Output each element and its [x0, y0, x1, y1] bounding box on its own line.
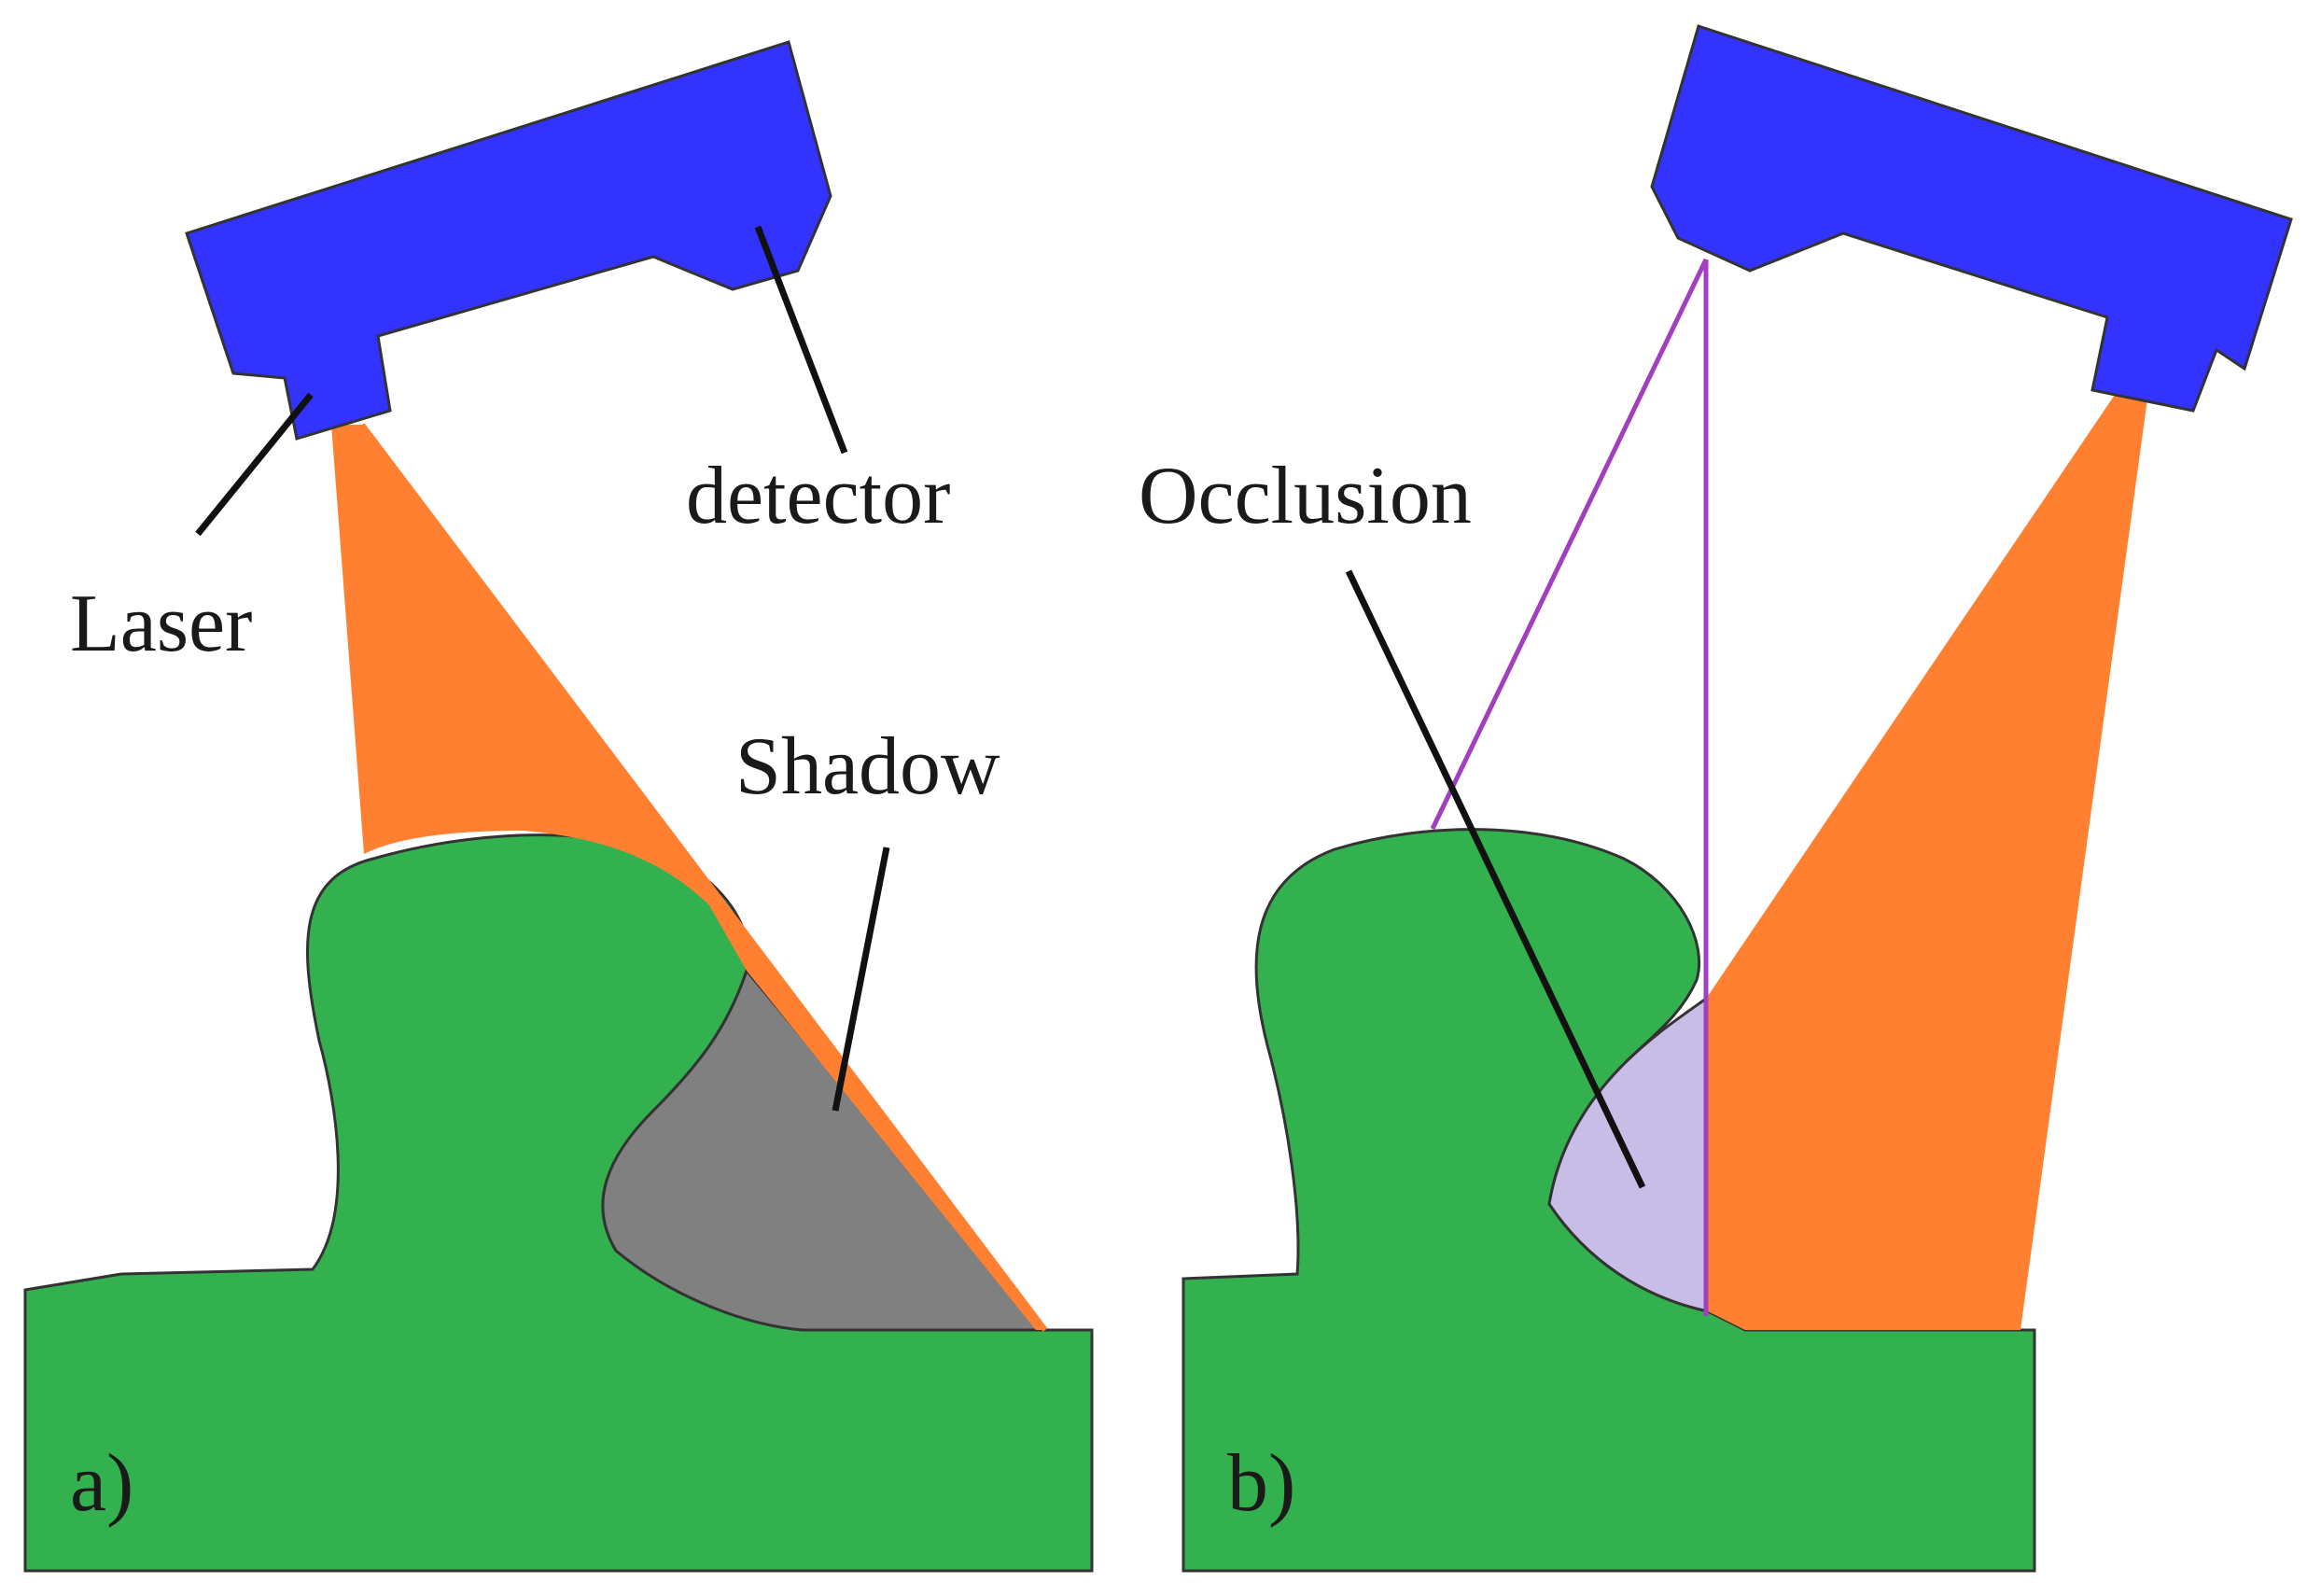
- shadow-label: Shadow: [735, 721, 1000, 812]
- laser-beam-b: [1706, 392, 2148, 1330]
- panel-a-tag: a): [70, 1438, 133, 1529]
- panel-b-tag: b): [1227, 1438, 1295, 1529]
- occlusion-label: Occlusion: [1139, 451, 1472, 541]
- detector-leader: [754, 225, 848, 455]
- occlusion-leader: [1345, 569, 1646, 1189]
- laser-leader: [195, 392, 314, 537]
- detector-label: detector: [686, 451, 950, 541]
- scanner-b: [1650, 24, 2293, 413]
- scanner-a: [185, 40, 832, 441]
- laser-beam-a: [331, 425, 1045, 1330]
- sight-line-1: [1430, 258, 1709, 831]
- laser-edge-a: [359, 423, 1048, 1332]
- laser-label: Laser: [70, 579, 252, 669]
- shadow-leader: [832, 847, 890, 1112]
- shadow-region: [601, 967, 1049, 1332]
- panel-a: Laser detector Shadow a): [23, 40, 1094, 1573]
- panel-b: Occlusion b): [1139, 24, 2293, 1573]
